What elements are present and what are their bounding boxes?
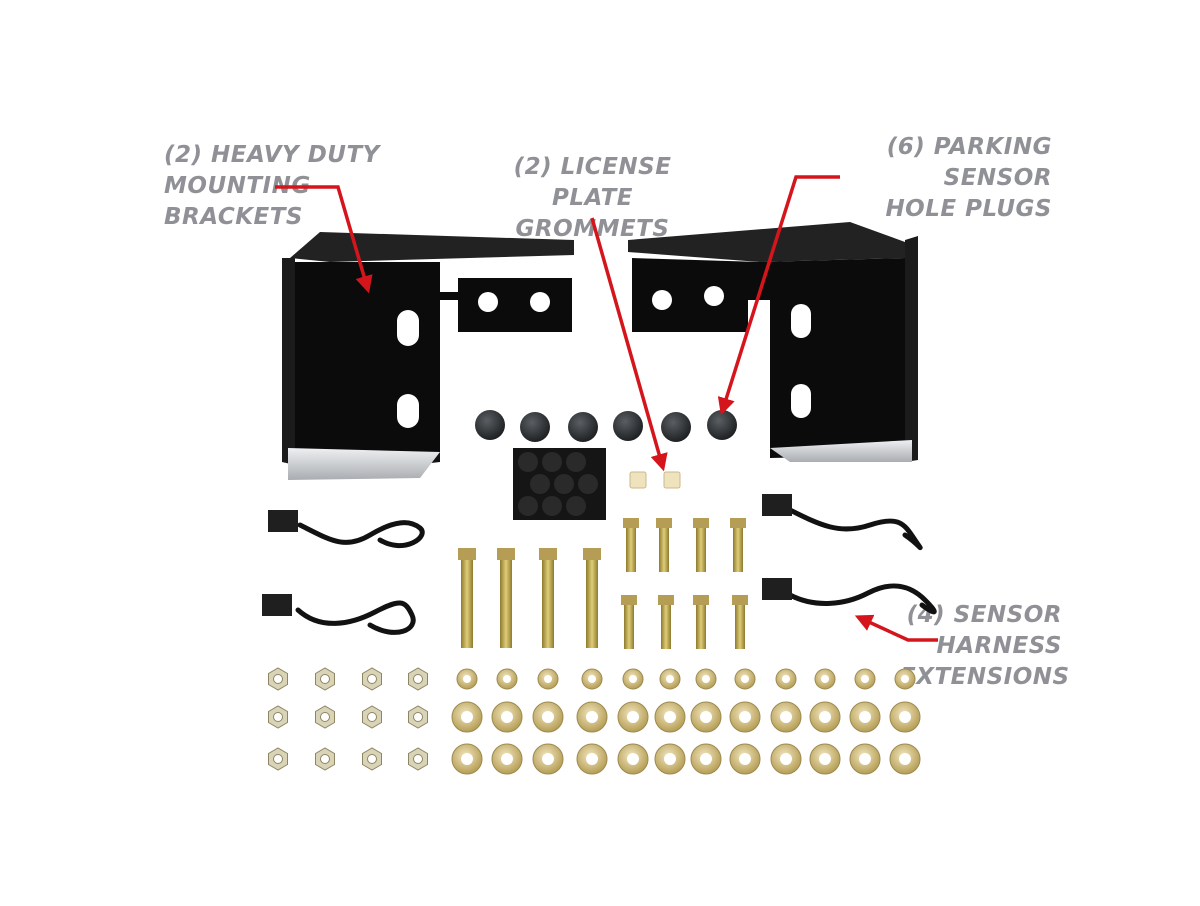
washer-hole: [463, 675, 471, 683]
label-license-plate-grommets: (2) LICENSE PLATE GROMMETS: [495, 152, 690, 245]
short-bolt: [693, 518, 709, 572]
washer-hole: [664, 711, 676, 723]
sensor-harness-extensions: [262, 494, 937, 635]
short-bolt: [730, 518, 746, 572]
nut-hole: [273, 674, 283, 684]
washer-hole: [629, 675, 637, 683]
washer-hole: [627, 753, 639, 765]
washer-hole: [819, 711, 831, 723]
washer-hole: [700, 711, 712, 723]
label-line: BRACKETS: [164, 204, 304, 230]
washer-hole: [542, 753, 554, 765]
washer-hole: [780, 711, 792, 723]
label-line: HOLE PLUGS: [885, 196, 1052, 222]
nut-hole: [367, 754, 377, 764]
nut-hole: [320, 754, 330, 764]
washer-hole: [819, 753, 831, 765]
short-bolt: [656, 518, 672, 572]
label-line: (2) HEAVY DUTY: [164, 142, 380, 168]
short-bolt: [693, 595, 709, 649]
hole-plug: [613, 411, 643, 441]
rubber-bumper-pad: [513, 448, 606, 520]
washer-hole: [666, 675, 674, 683]
left-mounting-bracket: [282, 232, 574, 480]
grommet: [663, 471, 681, 489]
washer-hole: [859, 753, 871, 765]
washer-hole: [544, 675, 552, 683]
hole-plug: [707, 410, 737, 440]
label-parking-sensor-plugs: (6) PARKING SENSOR HOLE PLUGS: [800, 132, 1052, 225]
washer-hole: [782, 675, 790, 683]
grommet: [629, 471, 647, 489]
harness: [295, 600, 416, 635]
washer-hole: [588, 675, 596, 683]
washer-hole: [627, 711, 639, 723]
long-bolt: [458, 548, 476, 648]
nut-hole: [273, 754, 283, 764]
washer-hole: [586, 753, 598, 765]
washer-hole: [501, 753, 513, 765]
nut-hole: [273, 712, 283, 722]
washer-hole: [702, 675, 710, 683]
long-bolt: [497, 548, 515, 648]
short-bolt: [621, 595, 637, 649]
washer-hole: [821, 675, 829, 683]
washer-hole: [700, 753, 712, 765]
arrow-license-plate-grommets: [590, 217, 668, 472]
nut-hole: [320, 674, 330, 684]
short-bolts: [621, 518, 748, 649]
arrow-sensor-harness: [854, 614, 938, 642]
washer-hole: [461, 753, 473, 765]
washer-hole: [542, 711, 554, 723]
long-bolt: [583, 548, 601, 648]
nut-hole: [320, 712, 330, 722]
short-bolt: [658, 595, 674, 649]
arrow-parking-sensor-plugs: [717, 175, 840, 416]
washer-hole: [461, 711, 473, 723]
nuts-and-washers: [268, 667, 921, 775]
nut-hole: [413, 754, 423, 764]
washer-hole: [861, 675, 869, 683]
arrow-mounting-brackets: [275, 185, 373, 294]
harness: [297, 520, 425, 548]
nut-hole: [413, 712, 423, 722]
parking-sensor-hole-plugs: [475, 410, 737, 442]
washer-hole: [780, 753, 792, 765]
washer-hole: [899, 753, 911, 765]
washer-hole: [739, 753, 751, 765]
hole-plug: [661, 412, 691, 442]
washer-hole: [664, 753, 676, 765]
license-plate-grommets: [629, 471, 681, 489]
washer-hole: [586, 711, 598, 723]
washer-hole: [741, 675, 749, 683]
label-line: (6) PARKING SENSOR: [886, 134, 1052, 191]
washer-hole: [901, 675, 909, 683]
long-bolts: [458, 548, 601, 648]
callout-arrows: [275, 175, 938, 642]
nut-hole: [413, 674, 423, 684]
hole-plug: [475, 410, 505, 440]
washer-hole: [503, 675, 511, 683]
right-mounting-bracket: [628, 222, 918, 462]
nut-hole: [367, 712, 377, 722]
hole-plug: [568, 412, 598, 442]
harness: [787, 507, 923, 551]
label-line: (2) LICENSE PLATE: [513, 154, 672, 211]
washer-hole: [739, 711, 751, 723]
washer-hole: [859, 711, 871, 723]
harness: [787, 583, 937, 615]
washer-hole: [501, 711, 513, 723]
washer-hole: [899, 711, 911, 723]
short-bolt: [623, 518, 639, 572]
hole-plug: [520, 412, 550, 442]
label-line: HARNESS: [936, 633, 1062, 659]
nut-hole: [367, 674, 377, 684]
long-bolt: [539, 548, 557, 648]
label-line: EXTENSIONS: [900, 664, 1070, 690]
short-bolt: [732, 595, 748, 649]
